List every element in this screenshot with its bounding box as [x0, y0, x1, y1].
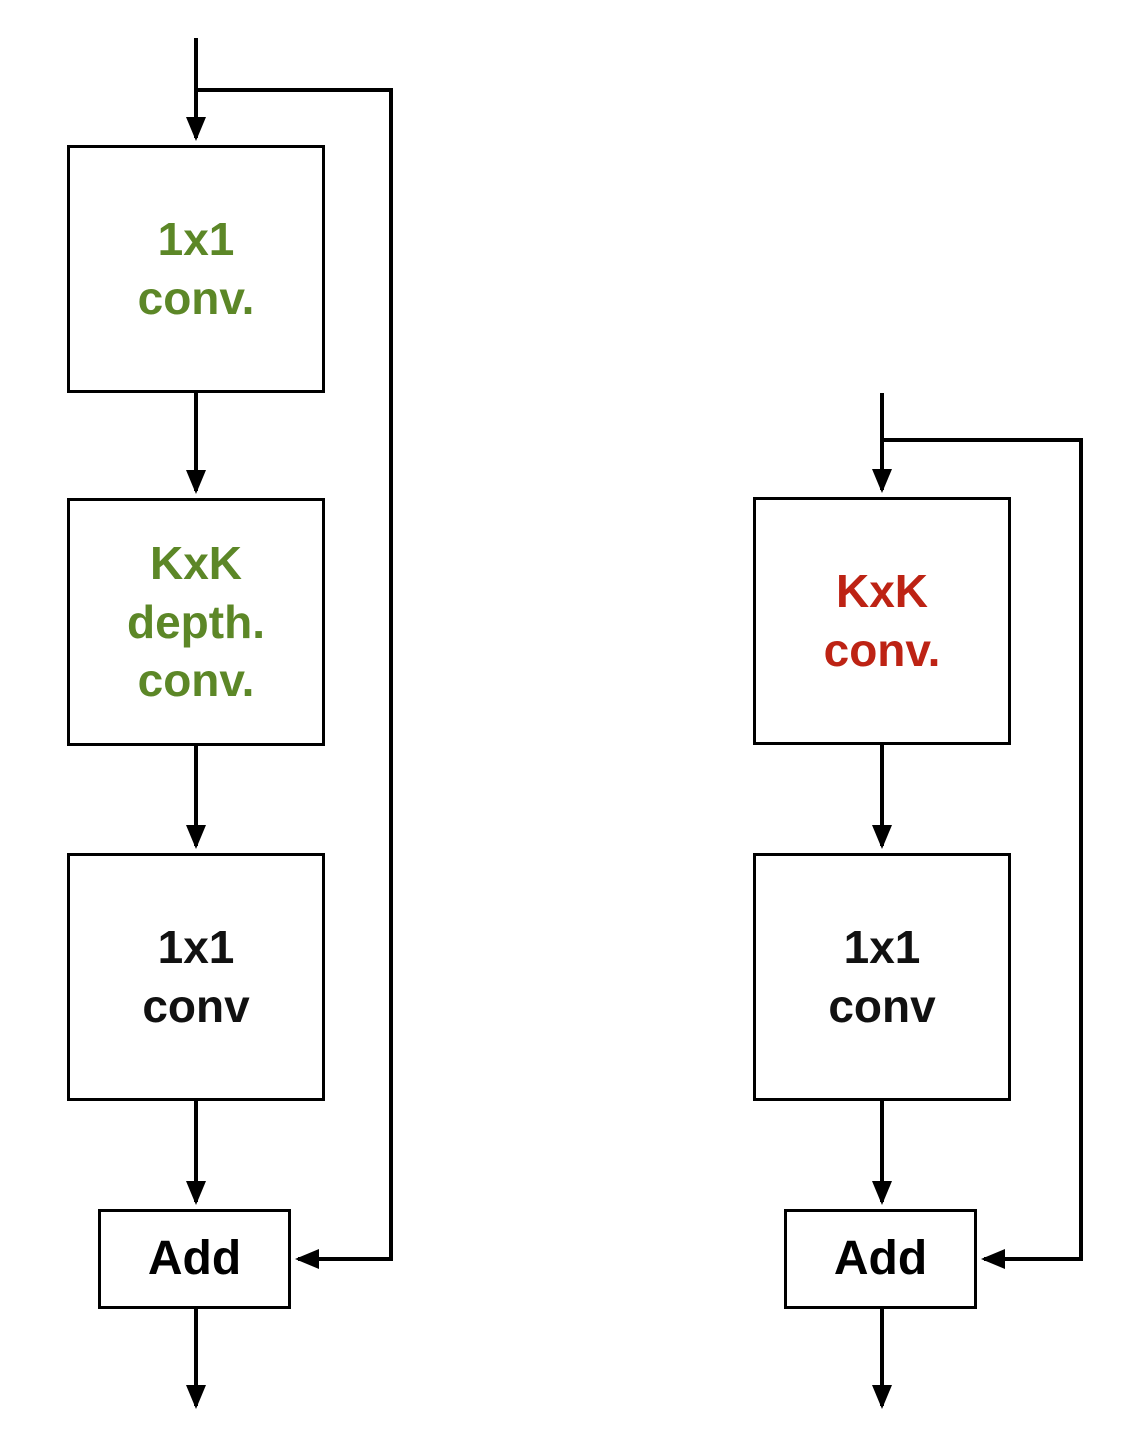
block-label-line: 1x1 — [157, 921, 235, 974]
block-label-line: conv — [142, 980, 250, 1032]
block-label-line: 1x1 — [157, 213, 235, 266]
block-label-line: conv — [828, 980, 936, 1032]
block-label-line: KxK — [835, 565, 929, 618]
right-add-block: Add — [784, 1209, 977, 1309]
block-label-line: conv. — [137, 272, 255, 324]
block-label-line: depth. — [127, 595, 265, 648]
left-1x1-conv-block-2: 1x1 conv — [67, 853, 325, 1101]
block-label-line: conv. — [823, 624, 941, 676]
right-1x1-conv-block: 1x1 conv — [753, 853, 1011, 1101]
right-kxk-conv-block: KxK conv. — [753, 497, 1011, 745]
block-label-line: conv. — [137, 654, 255, 707]
left-kxk-depthwise-conv-block: KxK depth. conv. — [67, 498, 325, 746]
block-label-line: 1x1 — [843, 921, 921, 974]
add-label: Add — [833, 1232, 928, 1286]
add-label: Add — [147, 1232, 242, 1286]
left-add-block: Add — [98, 1209, 291, 1309]
left-1x1-conv-block: 1x1 conv. — [67, 145, 325, 393]
block-label-line: KxK — [149, 536, 243, 589]
